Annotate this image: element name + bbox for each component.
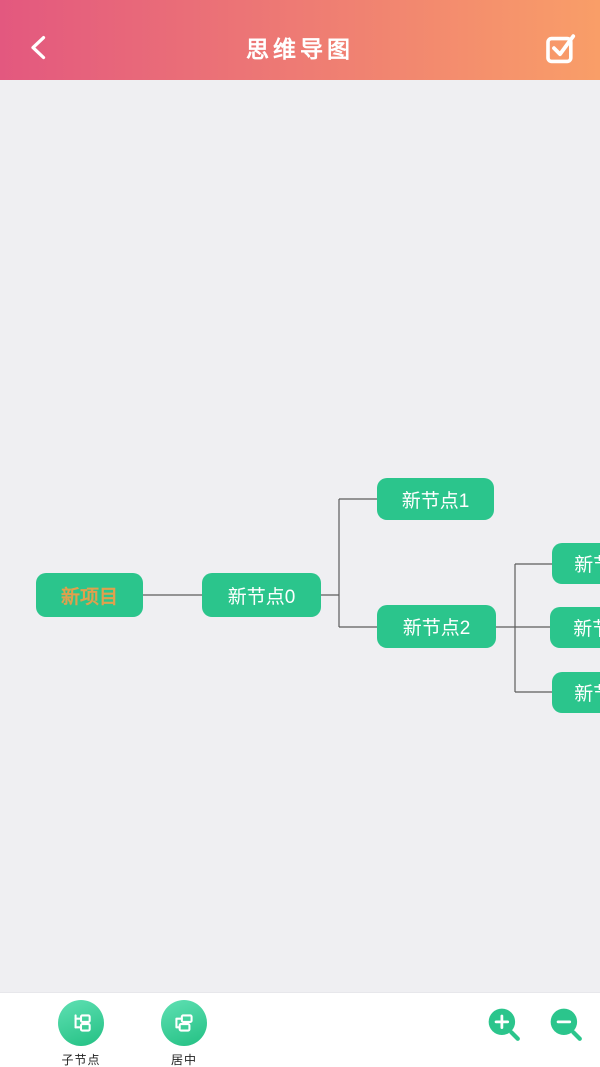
mindmap-node[interactable]: 新节点1 — [377, 478, 494, 520]
zoom-out-button[interactable] — [548, 1007, 584, 1043]
zoom-out-magnifier-icon — [548, 1008, 584, 1046]
node-label: 新节点1 — [401, 490, 470, 512]
mindmap-node[interactable]: 新节点2 — [377, 605, 496, 648]
mindmap-node[interactable]: 新节点4 — [550, 607, 600, 648]
chevron-left-icon — [26, 33, 54, 64]
mindmap-canvas[interactable]: 新项目 新节点0 新节点1 新节点2 新节点3 新节点4 新节点5 — [0, 80, 600, 992]
add-child-node-button[interactable]: 子节点 — [46, 1000, 116, 1067]
center-button[interactable]: 居中 — [149, 1000, 219, 1067]
child-node-label: 子节点 — [61, 1053, 101, 1067]
zoom-in-magnifier-icon — [486, 1008, 522, 1046]
page-title: 思维导图 — [246, 36, 354, 62]
mindmap-node[interactable]: 新节点0 — [202, 573, 321, 617]
back-button[interactable] — [16, 24, 64, 72]
mindmap-node[interactable]: 新项目 — [36, 573, 143, 617]
node-label: 新节点3 — [574, 555, 600, 576]
center-label: 居中 — [170, 1053, 197, 1067]
bottom-toolbar: 子节点 居中 — [0, 992, 600, 1067]
header-bar: 思维导图 — [0, 0, 600, 80]
node-label: 新节点5 — [574, 684, 600, 705]
node-label: 新节点2 — [402, 618, 471, 639]
zoom-in-button[interactable] — [486, 1007, 522, 1043]
mindmap-node[interactable]: 新节点3 — [552, 543, 600, 584]
center-icon — [161, 1000, 207, 1046]
mindmap-connectors — [143, 498, 552, 693]
node-label: 新节点0 — [227, 586, 296, 608]
node-label: 新节点4 — [573, 619, 600, 640]
child-node-icon — [58, 1000, 104, 1046]
check-square-icon — [542, 29, 578, 68]
node-label: 新项目 — [60, 586, 118, 608]
confirm-button[interactable] — [536, 24, 584, 72]
mindmap-node[interactable]: 新节点5 — [552, 672, 600, 713]
